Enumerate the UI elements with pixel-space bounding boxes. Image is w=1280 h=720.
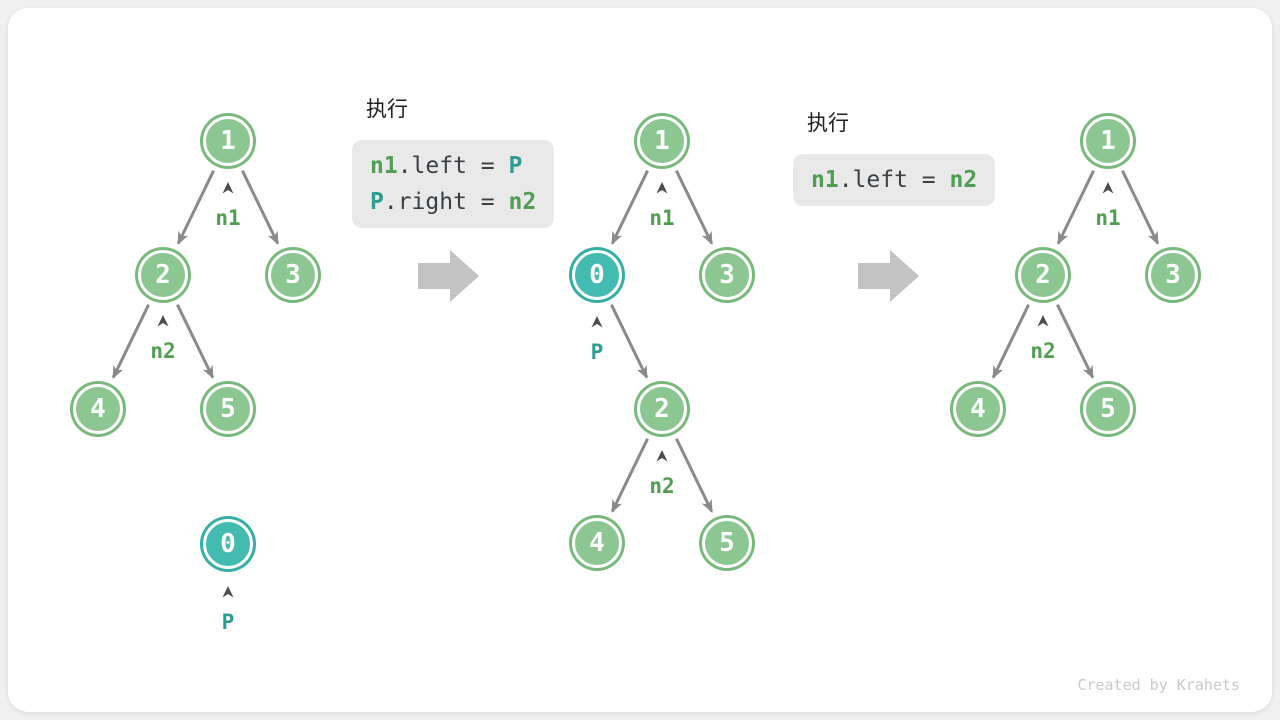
code-token: n2 xyxy=(508,189,537,215)
code-token: .right = xyxy=(383,189,509,215)
up-caret-icon xyxy=(656,450,668,462)
execute-label: 执行 xyxy=(807,111,849,135)
tree-edge xyxy=(991,304,1030,379)
tree-edge xyxy=(675,438,714,513)
tree-node-3: 3 xyxy=(702,250,752,300)
tree-node-4: 4 xyxy=(572,518,622,568)
up-caret-icon xyxy=(1102,182,1114,194)
tree-node-4: 4 xyxy=(953,384,1003,434)
code-box: n1.left = n2 xyxy=(793,154,996,206)
tree-node-0: 0 xyxy=(572,250,622,300)
tree-edge xyxy=(241,170,280,245)
tree-edge xyxy=(1056,304,1095,379)
tree-node-3: 3 xyxy=(1148,250,1198,300)
execute-label: 执行 xyxy=(366,97,408,121)
tree-edge xyxy=(1056,170,1095,245)
tree-node-5: 5 xyxy=(1083,384,1133,434)
tree-edge xyxy=(176,304,215,379)
pointer-label-n2: n2 xyxy=(150,339,176,363)
right-arrow-icon xyxy=(858,250,919,302)
code-token: P xyxy=(508,153,523,179)
tree-edge xyxy=(111,304,150,379)
tree-node-0: 0 xyxy=(203,519,253,569)
up-caret-icon xyxy=(591,316,603,328)
pointer-label-n2: n2 xyxy=(649,474,675,498)
up-caret-icon xyxy=(222,182,234,194)
up-caret-icon xyxy=(656,182,668,194)
tree-edge xyxy=(176,170,215,245)
tree-edge xyxy=(610,170,649,245)
code-block-2: 执行 n1.left = n2 xyxy=(793,110,996,206)
tree-node-2: 2 xyxy=(138,250,188,300)
pointer-label-n1: n1 xyxy=(1095,206,1121,230)
tree-edge xyxy=(610,304,649,379)
pointer-label-P: P xyxy=(590,340,604,364)
tree-node-5: 5 xyxy=(203,384,253,434)
tree-node-5: 5 xyxy=(702,518,752,568)
code-token: n2 xyxy=(949,167,978,193)
pointer-label-n2: n2 xyxy=(1030,339,1056,363)
tree-node-2: 2 xyxy=(1018,250,1068,300)
up-caret-icon xyxy=(222,586,234,598)
tree-node-2: 2 xyxy=(637,384,687,434)
tree-node-1: 1 xyxy=(203,116,253,166)
code-token: .left = xyxy=(397,153,509,179)
up-caret-icon xyxy=(1037,315,1049,327)
pointer-label-n1: n1 xyxy=(649,206,675,230)
up-caret-icon xyxy=(157,315,169,327)
code-token: P xyxy=(370,189,384,215)
right-arrow-icon xyxy=(418,250,479,302)
code-token: .left = xyxy=(838,167,950,193)
tree-node-3: 3 xyxy=(268,250,318,300)
code-token: n1 xyxy=(370,153,398,179)
tree-node-1: 1 xyxy=(1083,116,1133,166)
code-block-1: 执行 n1.left = P P.right = n2 xyxy=(352,96,555,228)
code-token: n1 xyxy=(811,167,839,193)
tree-edge xyxy=(675,170,714,245)
pointer-label-n1: n1 xyxy=(215,206,241,230)
tree-node-1: 1 xyxy=(637,116,687,166)
tree-edge xyxy=(610,438,649,513)
code-box: n1.left = P P.right = n2 xyxy=(352,140,555,228)
tree-node-4: 4 xyxy=(73,384,123,434)
pointer-label-P: P xyxy=(221,610,235,634)
tree-edge xyxy=(1121,170,1160,245)
watermark-credit: Created by Krahets xyxy=(1077,676,1240,694)
